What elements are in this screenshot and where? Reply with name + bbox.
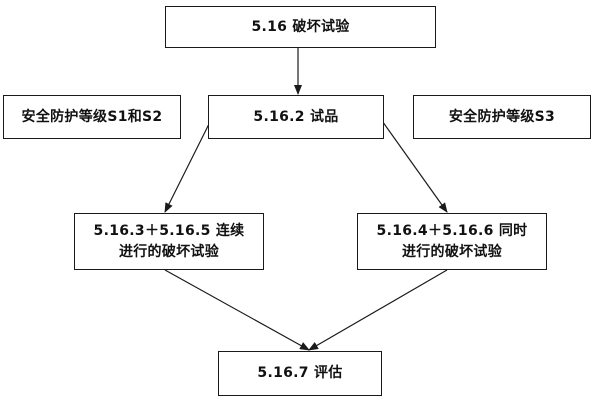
node-label-line: 5.16.7 评估 [257,365,343,382]
arrow-continuous-test-to-assessment [164,269,310,351]
node-label-line: 5.16 破坏试验 [251,18,350,35]
node-label-line: 5.16.3＋5.16.5 连续 [93,223,245,240]
node-protection-level-s3: 安全防护等级S3 [413,95,591,139]
arrow-specimen-to-simultaneous-test [379,117,448,213]
node-label-line: 进行的破坏试验 [401,243,503,260]
node-label-line: 5.16.4＋5.16.6 同时 [376,223,528,240]
node-destructive-test: 5.16 破坏试验 [165,6,436,48]
node-protection-level-s1-s2: 安全防护等级S1和S2 [3,95,181,139]
arrow-simultaneous-test-to-assessment [308,269,448,351]
node-label-line: 5.16.2 试品 [253,108,339,125]
node-specimen: 5.16.2 试品 [208,95,384,139]
node-assessment: 5.16.7 评估 [218,351,382,396]
node-simultaneous-destructive-test: 5.16.4＋5.16.6 同时 进行的破坏试验 [357,213,547,270]
node-label-line: 安全防护等级S1和S2 [21,108,163,125]
node-label-line: 进行的破坏试验 [118,243,220,260]
node-continuous-destructive-test: 5.16.3＋5.16.5 连续 进行的破坏试验 [74,213,264,270]
node-label-line: 安全防护等级S3 [448,108,556,125]
arrow-specimen-to-continuous-test [164,117,213,213]
